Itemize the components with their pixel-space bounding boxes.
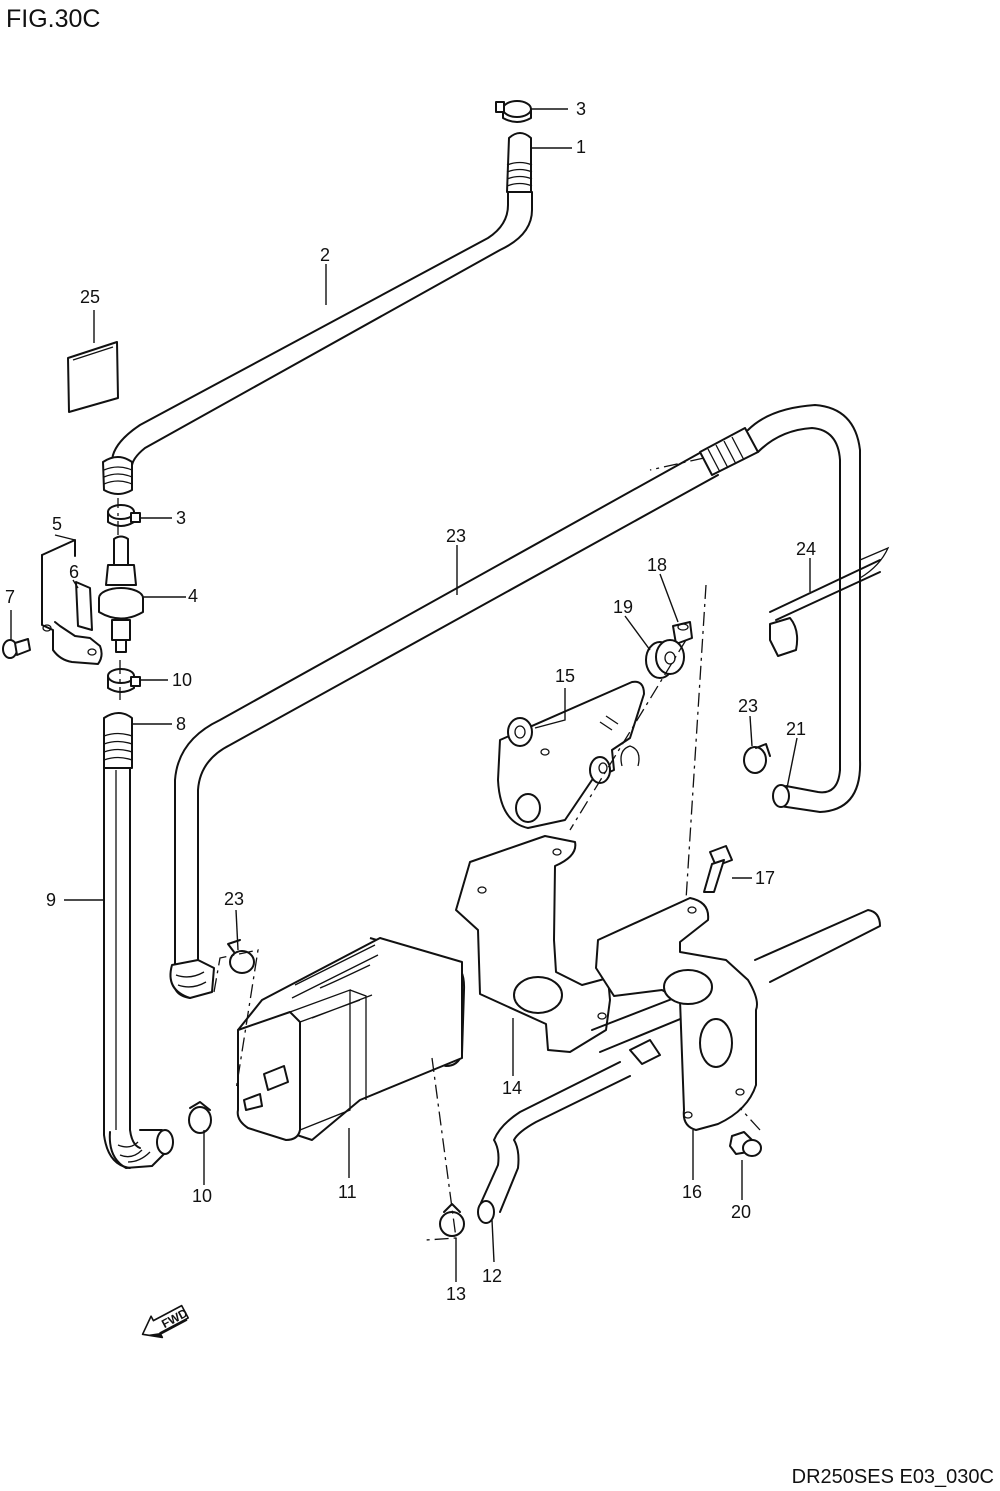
part-4-valve[interactable]	[98, 535, 144, 653]
callout-17: 17	[755, 868, 775, 888]
part-17-bolt[interactable]	[703, 845, 733, 893]
callout-22: 23	[446, 526, 466, 546]
callout-11: 11	[338, 1182, 357, 1202]
part-19-grommet[interactable]	[645, 639, 685, 679]
part-10-clamp-upper[interactable]	[107, 668, 141, 693]
part-3-clamp-lower[interactable]	[107, 504, 141, 527]
part-3-clamp-top[interactable]	[495, 100, 532, 123]
part-2-hose[interactable]	[102, 191, 533, 495]
part-10-clamp-lower[interactable]	[188, 1101, 212, 1134]
callout-10-lower: 10	[192, 1186, 212, 1206]
part-23-clamp-right[interactable]	[743, 743, 771, 774]
callout-24: 24	[796, 539, 816, 559]
callout-14: 14	[502, 1078, 522, 1098]
fwd-arrow: FWD	[141, 1304, 190, 1339]
callout-15: 15	[555, 666, 575, 686]
part-23-clamp-left[interactable]	[227, 939, 255, 974]
callout-9: 9	[46, 890, 56, 910]
callout-leaders	[10, 108, 811, 1282]
callout-20: 20	[731, 1202, 751, 1222]
part-14-bracket[interactable]	[455, 835, 611, 1053]
callout-23-right: 23	[738, 696, 758, 716]
callout-18: 18	[647, 555, 667, 575]
callout-25: 25	[80, 287, 100, 307]
part-5-bracket[interactable]	[41, 539, 103, 665]
part-16-bracket[interactable]	[595, 897, 758, 1131]
callout-2: 2	[320, 245, 330, 265]
part-21-hose[interactable]	[772, 759, 862, 813]
callout-13: 13	[446, 1284, 466, 1304]
callout-21: 21	[786, 719, 806, 739]
figure-title: FIG.30C	[6, 5, 100, 33]
part-25-label-sticker[interactable]	[67, 341, 119, 413]
part-12-hose[interactable]	[477, 1061, 631, 1224]
callout-3-top: 3	[576, 99, 586, 119]
callout-8: 8	[176, 714, 186, 734]
part-1-hose-joint[interactable]	[506, 132, 533, 193]
callout-7: 7	[5, 587, 15, 607]
callout-4: 4	[188, 586, 198, 606]
callout-1: 1	[576, 137, 586, 157]
part-18-cushion[interactable]	[672, 621, 693, 645]
callout-6: 6	[69, 562, 79, 582]
part-15-plate[interactable]	[497, 680, 645, 829]
part-9-hose[interactable]	[103, 767, 174, 1169]
callout-12: 12	[482, 1266, 502, 1286]
part-6-cushion[interactable]	[75, 581, 93, 631]
part-13-clamp[interactable]	[439, 1203, 465, 1237]
part-20-bolt[interactable]	[729, 1131, 762, 1157]
callout-23-left: 23	[224, 889, 244, 909]
callout-5: 5	[52, 514, 62, 534]
callout-19: 19	[613, 597, 633, 617]
callout-labels: 3 1 2 25 3 5 6 4 7 10 8 9 23 18 19 15 24…	[5, 99, 816, 1304]
callout-3-lower: 3	[176, 508, 186, 528]
figure-code: DR250SES E03_030C	[792, 1466, 994, 1488]
assembly-lines	[117, 457, 761, 1241]
callout-16: 16	[682, 1182, 702, 1202]
part-24-clamp[interactable]	[769, 546, 890, 657]
part-8-hose-end[interactable]	[103, 712, 133, 769]
part-22-hose[interactable]	[169, 404, 861, 999]
part-11-canister[interactable]	[236, 937, 466, 1141]
part-7-screw[interactable]	[2, 638, 31, 659]
callout-10-upper: 10	[172, 670, 192, 690]
